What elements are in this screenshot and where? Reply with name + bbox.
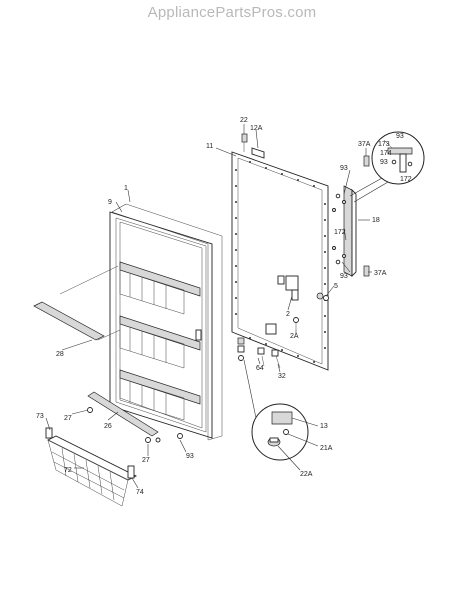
- door-liner[interactable]: [109, 203, 223, 441]
- shelf-bar-26[interactable]: [87, 391, 159, 437]
- leader-lines: [45, 124, 372, 489]
- label-37A-top: 37A: [358, 141, 371, 148]
- label-22: 22: [240, 117, 248, 124]
- label-28: 28: [56, 351, 64, 358]
- label-93-a: 93: [340, 165, 348, 172]
- label-174: 174: [380, 150, 392, 157]
- screw-93-c[interactable]: [177, 433, 183, 439]
- label-13: 13: [320, 423, 328, 430]
- label-26: 26: [104, 423, 112, 430]
- label-32: 32: [278, 373, 286, 380]
- lock-part-5[interactable]: [316, 292, 329, 301]
- label-27-a: 27: [64, 415, 72, 422]
- label-1: 1: [124, 185, 128, 192]
- label-2A: 2A: [290, 333, 299, 340]
- hinge-detail-inset: [243, 359, 309, 461]
- label-12A: 12A: [250, 125, 263, 132]
- bottom-hinge-pieces[interactable]: [237, 337, 281, 369]
- label-172-inset: 172: [400, 176, 412, 183]
- label-93-b: 93: [340, 273, 348, 280]
- label-9: 9: [108, 199, 112, 206]
- lock-part-2[interactable]: [277, 275, 299, 301]
- label-22A: 22A: [300, 471, 313, 478]
- label-18: 18: [372, 217, 380, 224]
- label-64: 64: [256, 365, 264, 372]
- top-hinge-22[interactable]: [241, 133, 248, 152]
- label-37A-bottom: 37A: [374, 270, 387, 277]
- handle-end-cap-37A-bottom[interactable]: [363, 265, 370, 277]
- label-93-inset-2: 93: [380, 159, 388, 166]
- label-93-inset: 93: [396, 133, 404, 140]
- label-27-b: 27: [142, 457, 150, 464]
- label-172: 172: [334, 229, 346, 236]
- label-74: 74: [136, 489, 144, 496]
- label-2: 2: [286, 311, 290, 318]
- handle-end-cap-37A-top[interactable]: [363, 155, 370, 167]
- lock-part-2A[interactable]: [293, 317, 299, 331]
- watermark: AppliancePartsPros.com: [147, 4, 317, 21]
- hinge-cover-12A[interactable]: [251, 147, 265, 159]
- label-72: 72: [64, 467, 72, 474]
- label-173: 173: [378, 141, 390, 148]
- shelf-bar-28[interactable]: [33, 265, 121, 341]
- label-5: 5: [334, 283, 338, 290]
- label-73: 73: [36, 413, 44, 420]
- screw-93-c-b[interactable]: [155, 437, 161, 443]
- label-21A: 21A: [320, 445, 333, 452]
- label-93-c: 93: [186, 453, 194, 460]
- wire-basket-72[interactable]: [45, 427, 138, 507]
- screw-27-b[interactable]: [145, 437, 151, 443]
- handle-screws-93[interactable]: [332, 193, 346, 265]
- label-11: 11: [206, 143, 213, 150]
- handle-detail-inset: [349, 131, 425, 203]
- part-labels: 1 9 11 22 12A 37A 173 93 174 93 172 93 1…: [36, 117, 412, 496]
- outer-door-panel[interactable]: [231, 151, 329, 371]
- door-handle-18[interactable]: [343, 185, 357, 278]
- screw-27-a[interactable]: [87, 407, 93, 413]
